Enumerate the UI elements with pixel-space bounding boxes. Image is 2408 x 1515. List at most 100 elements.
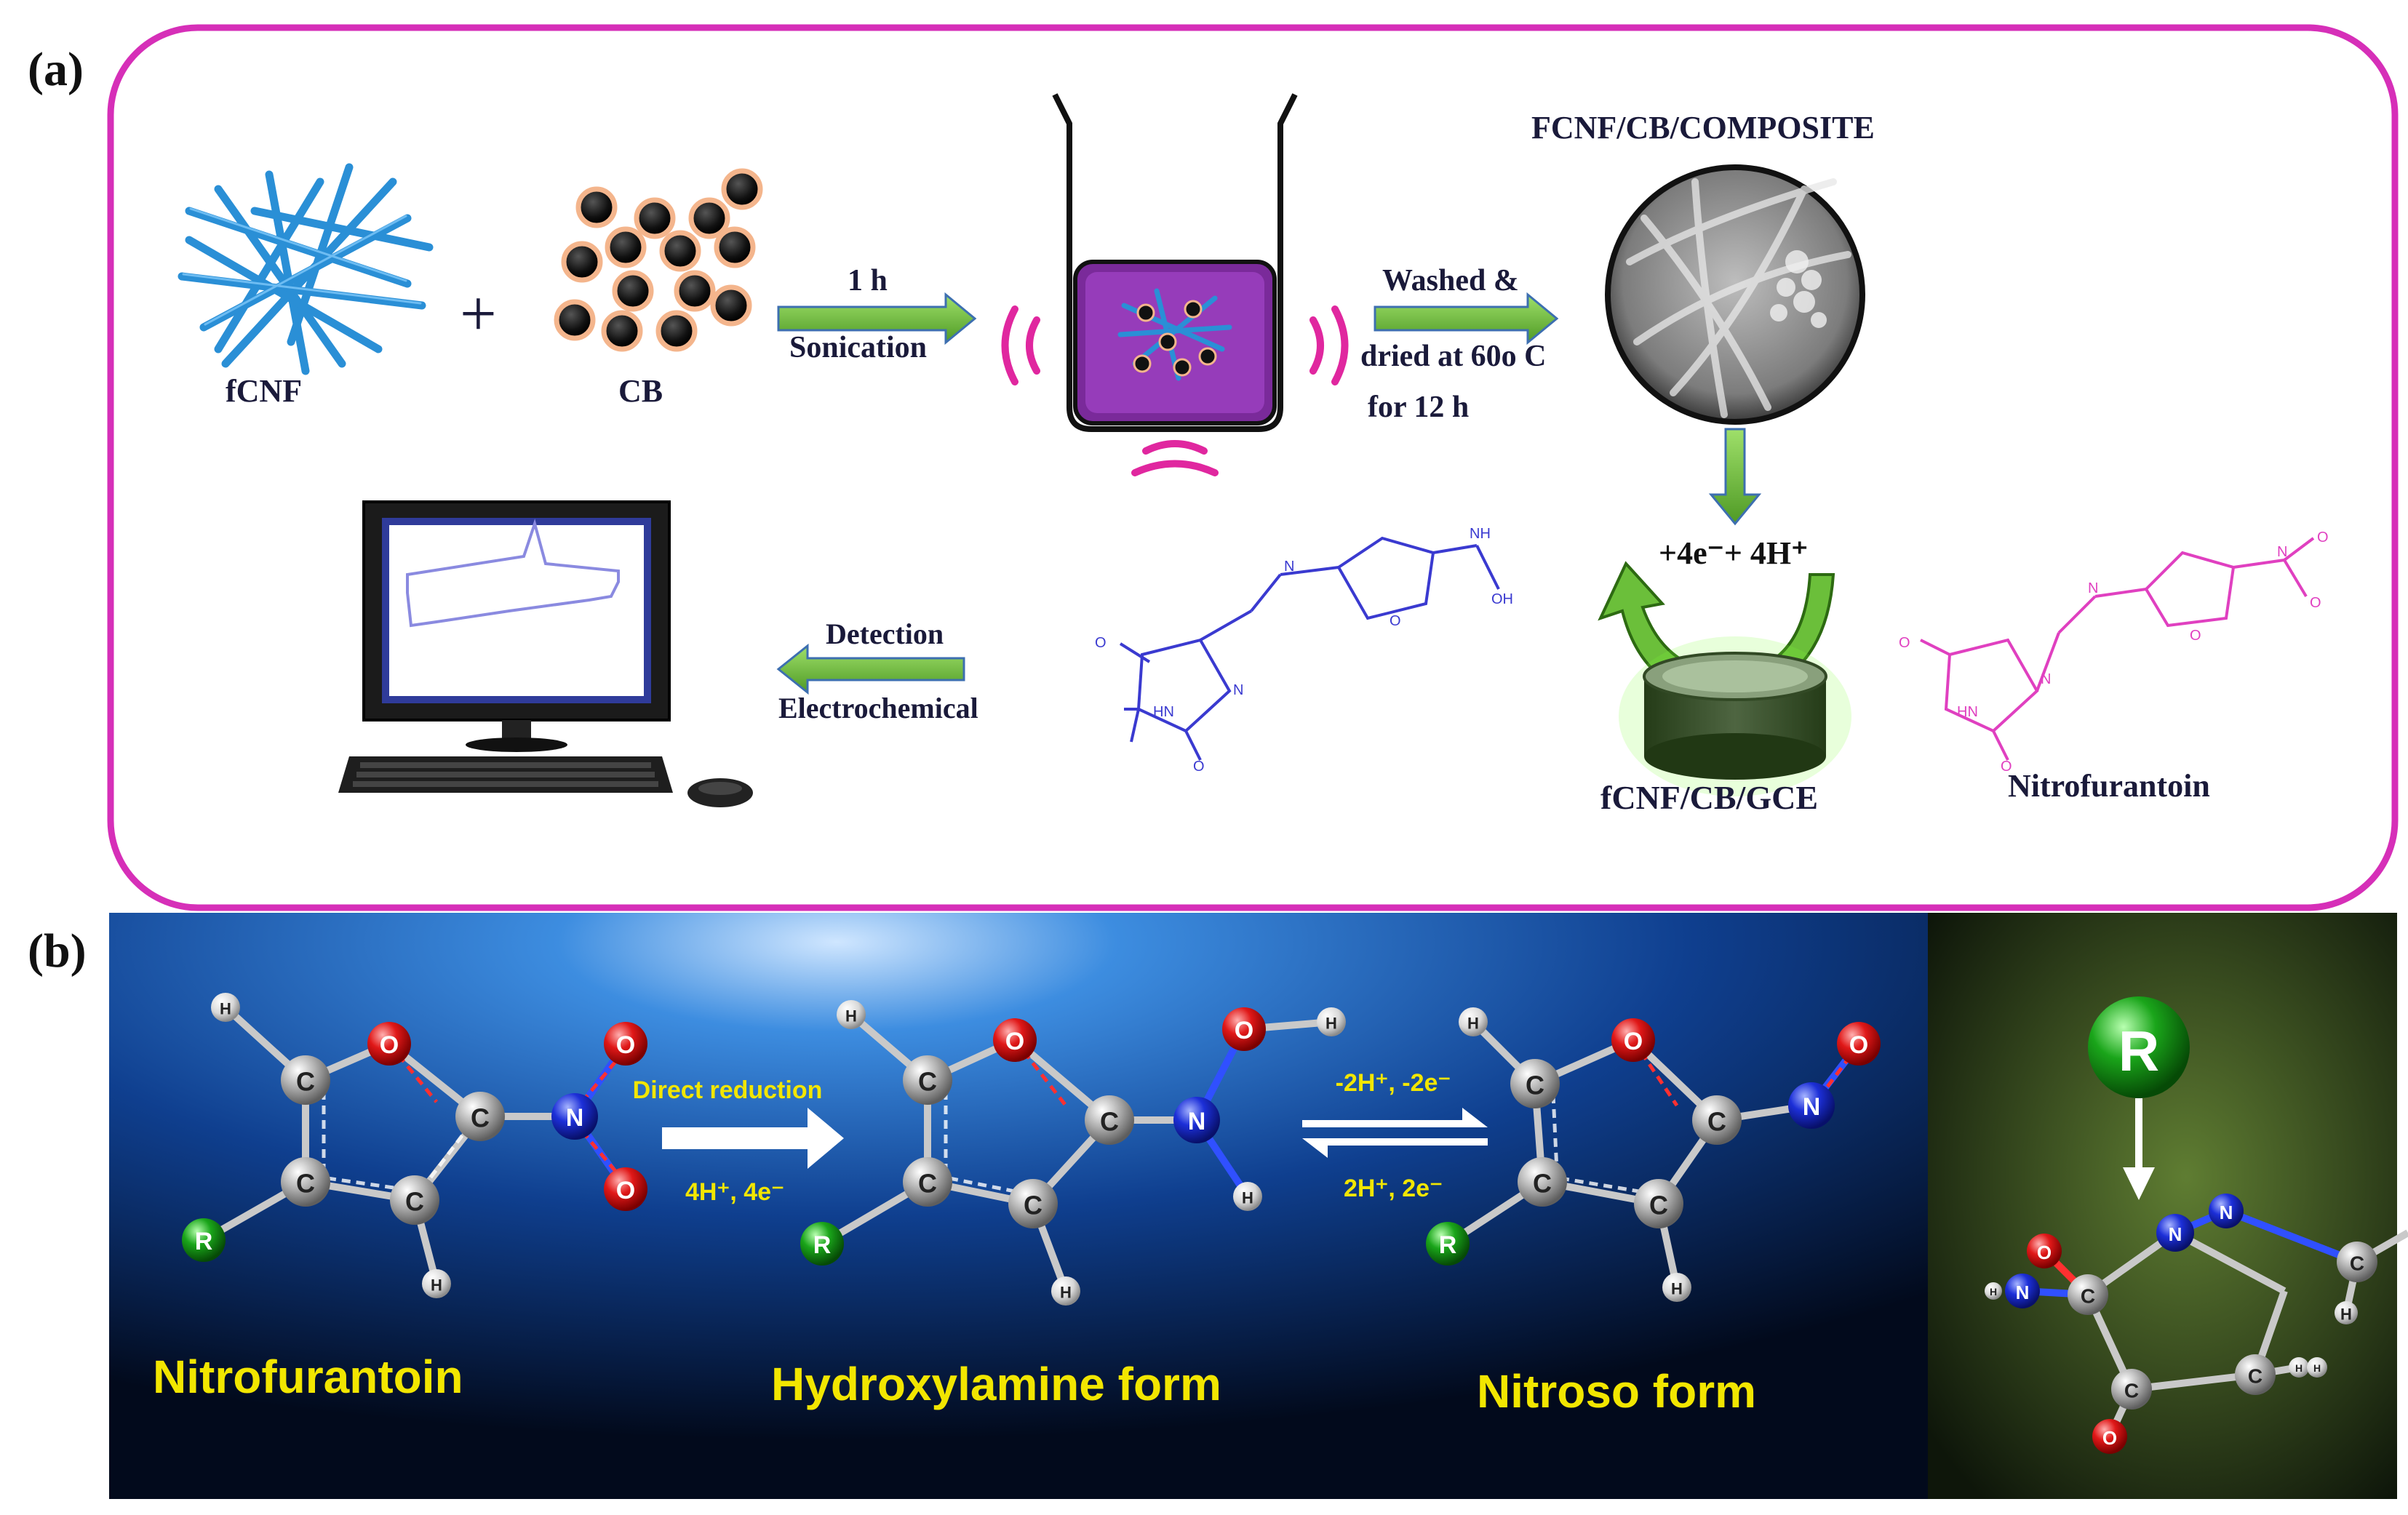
r-group-big-atom: R xyxy=(2118,1019,2159,1083)
svg-text:N: N xyxy=(1284,559,1294,575)
atom-h: H xyxy=(2340,1306,2352,1324)
arrow-b2-top-label: -2H⁺, -2e⁻ xyxy=(1336,1069,1451,1097)
atom-h: H xyxy=(1242,1189,1253,1207)
atom-n: N xyxy=(2220,1202,2233,1223)
cb-label: CB xyxy=(618,373,663,409)
atom-c: C xyxy=(471,1103,490,1133)
panel-b-label: (b) xyxy=(28,924,87,978)
atom-h: H xyxy=(2295,1362,2303,1374)
atom-o: O xyxy=(1235,1017,1253,1044)
atom-c: C xyxy=(1707,1107,1726,1137)
svg-text:O: O xyxy=(1390,613,1401,629)
atom-o: O xyxy=(2102,1427,2117,1449)
panel-a-label: (a) xyxy=(28,43,84,96)
svg-text:N: N xyxy=(2041,671,2051,687)
atom-n: N xyxy=(2169,1223,2182,1245)
atom-n: N xyxy=(2016,1282,2030,1303)
svg-text:N: N xyxy=(2088,580,2098,596)
atom-n: N xyxy=(1803,1093,1821,1121)
arrow3-top-label: Detection xyxy=(826,617,944,650)
fcnf-fibers-icon xyxy=(178,163,434,375)
atom-c: C xyxy=(2350,1252,2364,1275)
atom-h: H xyxy=(220,1000,231,1018)
composite-title: FCNF/CB/COMPOSITE xyxy=(1531,110,1875,145)
electrode-label: fCNF/CB/GCE xyxy=(1600,779,1818,816)
electron-proton-label: +4e⁻+ 4H⁺ xyxy=(1659,535,1809,571)
atom-h: H xyxy=(1325,1015,1337,1033)
arrow3-bottom-label: Electrochemical xyxy=(778,692,978,724)
atom-c: C xyxy=(296,1067,315,1097)
svg-text:O: O xyxy=(1193,759,1205,775)
arrow1-top-label: 1 h xyxy=(848,264,888,297)
svg-text:O: O xyxy=(2001,759,2012,775)
atom-o: O xyxy=(1624,1028,1643,1055)
arrow2-top-label: Washed & xyxy=(1382,264,1519,297)
svg-text:O: O xyxy=(2190,628,2201,644)
direct-reduction-arrow xyxy=(662,1108,844,1169)
atom-o: O xyxy=(2037,1242,2052,1263)
svg-text:O: O xyxy=(1899,635,1910,651)
svg-text:OH: OH xyxy=(1491,591,1513,607)
atom-h: H xyxy=(1060,1284,1072,1302)
atom-h: H xyxy=(845,1007,857,1026)
svg-text:HN: HN xyxy=(1153,704,1174,720)
atom-c: C xyxy=(405,1187,424,1217)
keyboard-icon xyxy=(338,756,673,793)
atom-o: O xyxy=(616,1031,635,1059)
atom-c: C xyxy=(2124,1380,2139,1402)
plus-sign: + xyxy=(460,278,497,350)
mouse-icon xyxy=(687,778,753,807)
sonication-arrow xyxy=(777,292,977,345)
r-atom: R xyxy=(1439,1231,1457,1259)
nitrofurantoin-atoms: O HN O N N O N O O xyxy=(1899,529,2329,775)
ultrasound-waves-icon xyxy=(1001,305,1349,476)
atom-o: O xyxy=(1849,1031,1868,1059)
atom-h: H xyxy=(1990,1286,1997,1298)
hydroxylamine-atoms: O HN O N N O NH OH xyxy=(1095,526,1513,775)
atom-n: N xyxy=(1188,1108,1206,1135)
atom-h: H xyxy=(1671,1280,1683,1298)
svg-text:N: N xyxy=(1233,682,1243,698)
atom-c: C xyxy=(1649,1191,1668,1220)
atom-c: C xyxy=(918,1169,937,1199)
atom-o: O xyxy=(380,1031,399,1059)
atom-o: O xyxy=(616,1177,635,1204)
nitrofurantoin-label: Nitrofurantoin xyxy=(2008,768,2210,804)
beaker-icon xyxy=(1052,93,1298,432)
wash-dry-arrow xyxy=(1374,292,1559,345)
arrow2-bottom-label-2: for 12 h xyxy=(1368,391,1470,424)
atom-c: C xyxy=(296,1169,315,1199)
atom-n: N xyxy=(566,1104,584,1132)
svg-text:O: O xyxy=(2310,595,2321,611)
svg-text:NH: NH xyxy=(1470,526,1491,542)
atom-spheres xyxy=(182,993,2377,1454)
atom-c: C xyxy=(2081,1285,2095,1308)
svg-text:HN: HN xyxy=(1957,704,1978,720)
fcnf-label: fCNF xyxy=(226,373,303,409)
atom-c: C xyxy=(1526,1071,1544,1100)
atom-h: H xyxy=(2313,1362,2321,1374)
r-atom: R xyxy=(195,1228,213,1255)
arrow-b1-top-label: Direct reduction xyxy=(633,1076,823,1104)
atom-c: C xyxy=(1100,1107,1119,1137)
arrow-b1-bottom-label: 4H⁺, 4e⁻ xyxy=(685,1178,784,1206)
atom-o: O xyxy=(1005,1028,1024,1055)
arrow-b2-bottom-label: 2H⁺, 2e⁻ xyxy=(1344,1175,1443,1202)
hydroxylamine-structure xyxy=(1119,536,1500,761)
r-atom: R xyxy=(813,1231,832,1259)
atom-h: H xyxy=(431,1276,442,1295)
svg-text:O: O xyxy=(2317,529,2329,545)
composite-to-electrode-arrow xyxy=(1708,428,1762,526)
svg-text:N: N xyxy=(2277,544,2287,560)
sem-image-icon xyxy=(1605,164,1865,425)
electrode-glow xyxy=(1619,636,1851,796)
nitroso-name: Nitroso form xyxy=(1477,1365,1756,1418)
svg-text:O: O xyxy=(1095,635,1107,651)
nitrofurantoin-structure xyxy=(1920,537,2315,761)
atom-h: H xyxy=(1467,1015,1479,1033)
atom-c: C xyxy=(918,1067,937,1097)
hydroxylamine-name: Hydroxylamine form xyxy=(771,1358,1221,1410)
r-down-arrow-head xyxy=(2123,1167,2155,1200)
equilibrium-arrows xyxy=(1302,1108,1488,1158)
